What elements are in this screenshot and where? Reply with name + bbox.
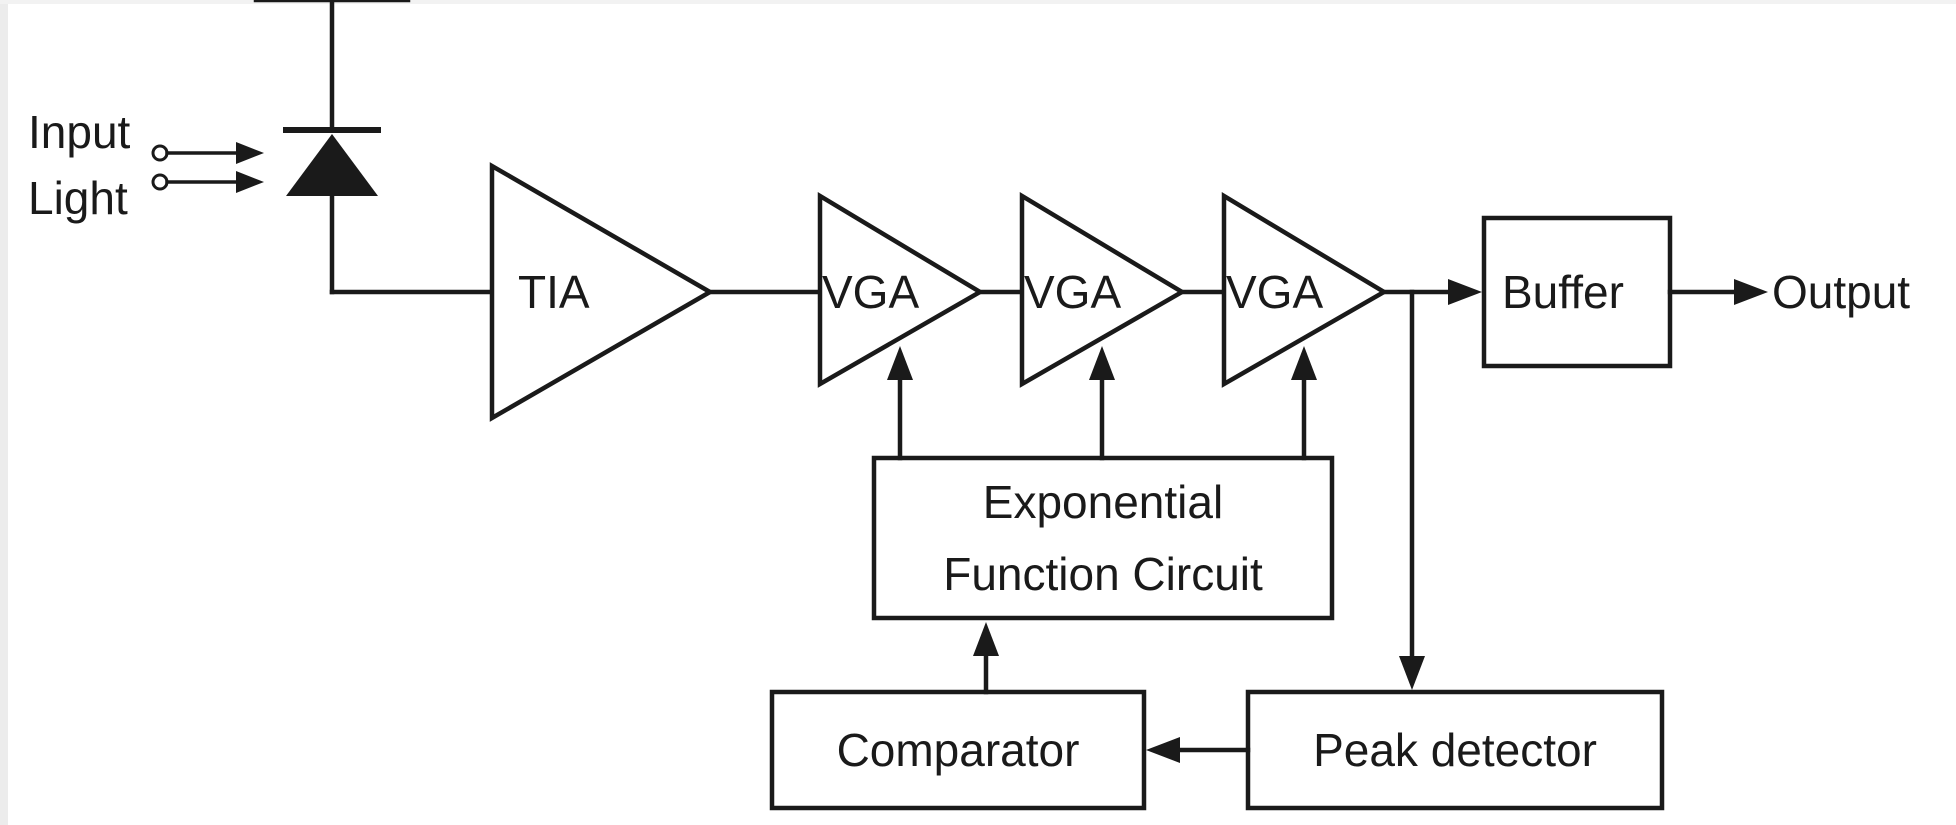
vga-2-amplifier — [1019, 192, 1187, 388]
peak-detector-label: Peak detector — [1313, 724, 1597, 776]
supply-rail — [253, 0, 411, 131]
exponential-label-line2: Function Circuit — [943, 548, 1263, 600]
comparator-block — [769, 689, 1147, 811]
vga-1-label: VGA — [822, 266, 919, 318]
light-label: Light — [28, 172, 128, 224]
exponential-label-line1: Exponential — [983, 476, 1223, 528]
buffer-label: Buffer — [1502, 266, 1624, 318]
comparator-label: Comparator — [837, 724, 1080, 776]
vga-1-amplifier — [817, 192, 985, 388]
exponential-function-block — [871, 455, 1335, 621]
tia-label: TIA — [518, 266, 590, 318]
vga-3-amplifier — [1221, 192, 1389, 388]
left-border — [0, 0, 8, 825]
top-border — [0, 0, 1956, 4]
tia-amplifier — [489, 162, 715, 422]
vga-2-label: VGA — [1024, 266, 1121, 318]
peak-detector-block — [1245, 689, 1665, 811]
photodiode — [283, 127, 381, 295]
gain-control-arrows — [887, 346, 1317, 461]
vga-3-label: VGA — [1226, 266, 1323, 318]
input-light-arrows — [151, 142, 264, 193]
input-label: Input — [28, 106, 131, 158]
buffer-block — [1481, 215, 1673, 369]
output-label: Output — [1772, 266, 1910, 318]
